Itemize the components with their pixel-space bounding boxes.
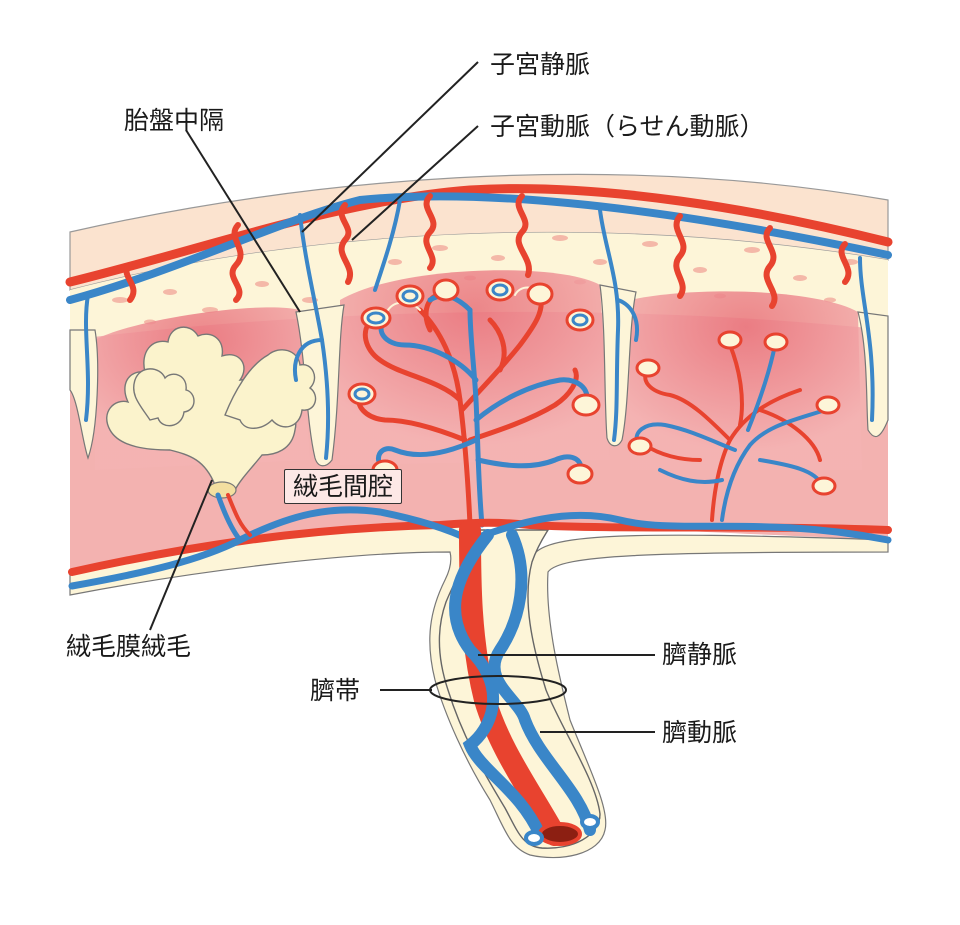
uterine-main-vessels [65,184,893,304]
villus-loops-middle-vein [353,283,589,401]
label-uterine-vein: 子宮静脈 [490,50,591,79]
uterine-branch-veins [84,198,875,460]
label-uterine-artery: 子宮動脈（らせん動脈） [490,112,765,141]
chorionic-plate-vessels [68,492,892,590]
umbilical-vessels [449,519,596,846]
label-umbilical-artery: 臍動脈 [662,718,738,747]
spiral-arteries [123,193,852,309]
label-intervillous-space: 絨毛間腔 [284,469,403,504]
chorionic-villus-vascular-middle [356,286,590,528]
label-placental-septum: 胎盤中隔 [124,106,225,135]
leader-lines [149,61,655,733]
chorionic-villus-cream [106,326,317,491]
label-chorionic-villi: 絨毛膜絨毛 [66,632,192,661]
anchoring-villus [207,481,237,499]
cord-ends [524,814,600,846]
villus-loops-right [627,330,841,496]
chorionic-villus-vascular-right [634,343,827,522]
label-umbilical-cord: 臍帯 [310,676,361,705]
label-umbilical-vein: 臍静脈 [662,640,738,669]
